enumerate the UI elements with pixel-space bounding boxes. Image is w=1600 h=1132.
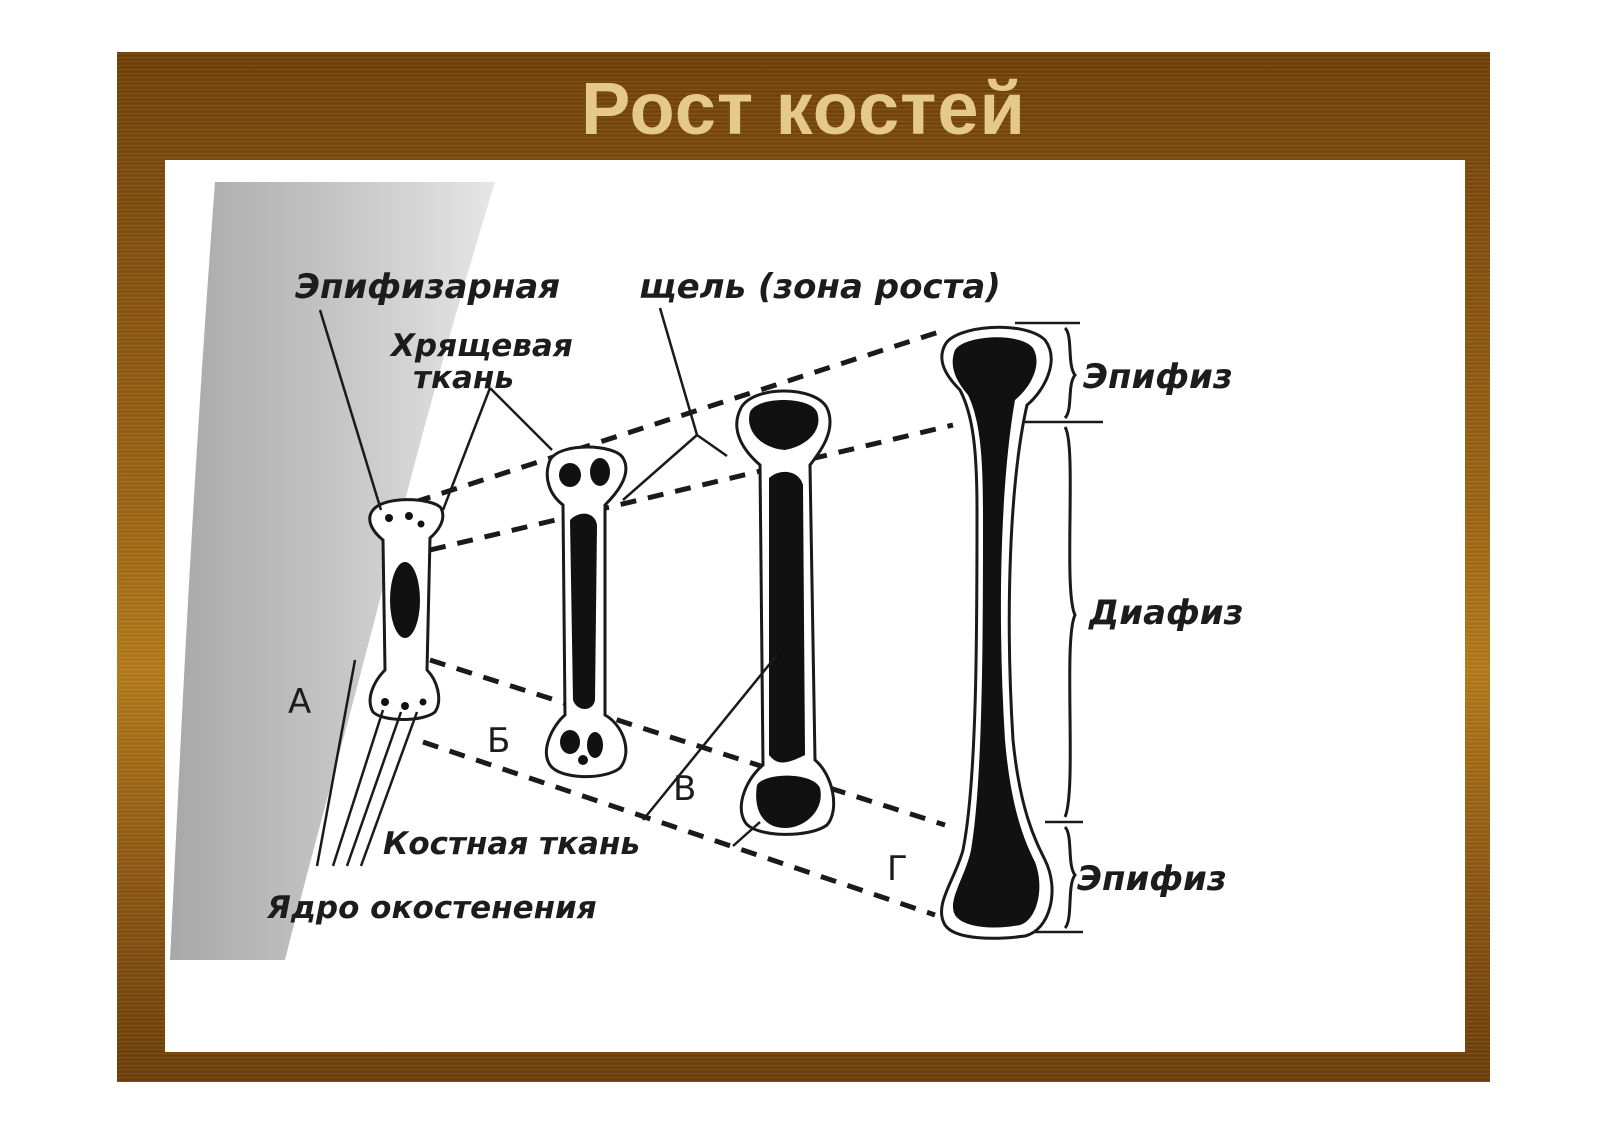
pointer-lines	[315, 307, 778, 867]
slide-title: Рост костей	[580, 67, 1027, 150]
bone-stage-d	[940, 325, 1054, 940]
stage-letter-g: Г	[887, 849, 908, 889]
label-bone-tissue: Костная ткань	[383, 826, 640, 862]
measurement-marks	[1015, 321, 1103, 934]
stage-letter-a: А	[288, 682, 311, 722]
label-cartilage-line2: ткань	[413, 360, 514, 396]
bone-stage-b	[544, 445, 628, 779]
label-growth-zone: щель (зона роста)	[639, 267, 1001, 307]
label-epiphysis-top: Эпифиз	[1083, 357, 1233, 397]
label-ossification-nucleus: Ядро окостенения	[266, 890, 597, 926]
bone-stage-c	[735, 389, 836, 836]
bone-growth-diagram: Эпифизарная щель (зона роста) Хрящевая т…	[170, 182, 1243, 960]
label-cartilage-line1: Хрящевая	[389, 328, 573, 364]
stage-letter-v: В	[673, 769, 696, 809]
bone-stage-a	[368, 498, 445, 721]
stage-letter-b: Б	[487, 721, 510, 761]
growth-guide-lines	[414, 327, 954, 918]
label-diaphysis: Диафиз	[1088, 593, 1243, 633]
label-epiphyseal: Эпифизарная	[295, 267, 560, 307]
grey-shading	[170, 182, 495, 960]
label-epiphysis-bottom: Эпифиз	[1077, 859, 1227, 899]
diagram-panel: Эпифизарная щель (зона роста) Хрящевая т…	[165, 160, 1465, 1052]
